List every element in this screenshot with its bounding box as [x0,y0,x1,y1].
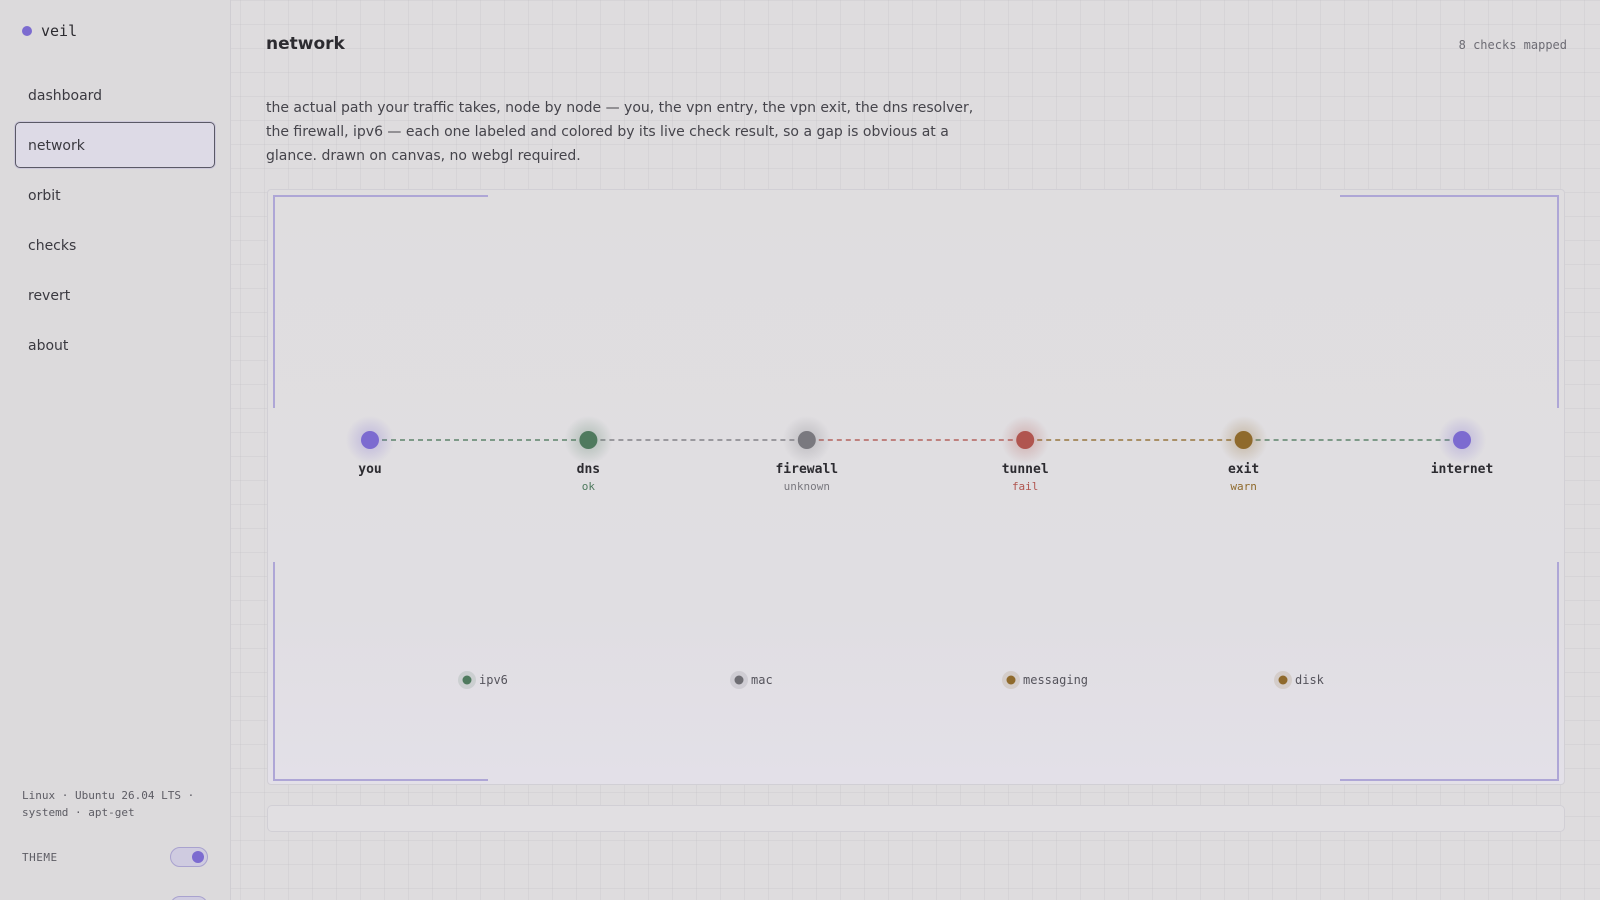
sidebar-item-network[interactable]: network [15,122,215,168]
node-exit-status: warn [1230,480,1257,493]
check-disk-label: disk [1295,673,1325,687]
sidebar-item-orbit[interactable]: orbit [28,188,61,204]
sidebar-item-revert[interactable]: revert [28,288,71,304]
frame-corner-bottom-right [1340,562,1559,781]
node-you-marker [361,431,379,449]
brand[interactable]: veil [22,20,77,42]
checks-mapped-count: 8 checks mapped [1458,38,1567,52]
node-dns-status: ok [582,480,596,493]
sidebar-nav: dashboard network orbit checks revert ab… [15,72,215,372]
node-exit-label: exit [1228,462,1259,477]
node-dns-marker [579,431,598,449]
theme-toggle[interactable] [170,847,208,867]
system-info: Linux · Ubuntu 26.04 LTS · systemd · apt… [22,789,195,819]
sidebar-item-dashboard[interactable]: dashboard [28,88,103,104]
secondary-toggle[interactable] [170,896,208,900]
node-firewall-marker [797,431,816,449]
status-bar [267,805,1565,832]
brand-dot-icon [22,26,32,36]
theme-row: THEME [22,846,208,868]
check-ipv6-label: ipv6 [479,673,508,687]
frame-corner-top-left [273,195,488,408]
sidebar-item-checks[interactable]: checks [28,238,77,254]
node-firewall-status: unknown [784,480,830,493]
node-exit-marker [1234,431,1253,449]
page-description: the actual path your traffic takes, node… [266,100,974,164]
frame-corner-top-right [1340,195,1559,408]
toggle-knob [192,851,204,863]
node-firewall-label: firewall [775,462,838,477]
sidebar-item-about[interactable]: about [28,338,69,354]
network-path-canvas[interactable]: you dns ok firewall unknown tunnel fail exit war… [267,189,1565,785]
main-content: network 8 checks mapped the actual path … [231,0,1600,900]
node-internet-label: internet [1431,462,1494,477]
page-title: network [266,34,345,54]
node-you-label: you [358,462,381,477]
check-mac-label: mac [751,673,773,687]
network-path-diagram: you dns ok firewall unknown tunnel fail exit war… [273,195,1559,781]
node-dns-label: dns [577,462,600,477]
check-messaging-dot [1006,675,1016,685]
node-tunnel-status: fail [1012,480,1038,493]
brand-name: veil [41,22,78,40]
frame-corner-bottom-left [273,562,488,781]
sidebar: veil dashboard network orbit checks reve… [0,0,231,900]
theme-label: THEME [22,850,58,864]
check-mac-dot [734,675,744,685]
check-disk-dot [1278,675,1288,685]
node-tunnel-label: tunnel [1002,462,1049,477]
check-ipv6-dot [462,675,472,685]
check-messaging-label: messaging [1023,673,1088,687]
node-internet-marker [1453,431,1471,449]
node-tunnel-marker [1016,431,1035,449]
